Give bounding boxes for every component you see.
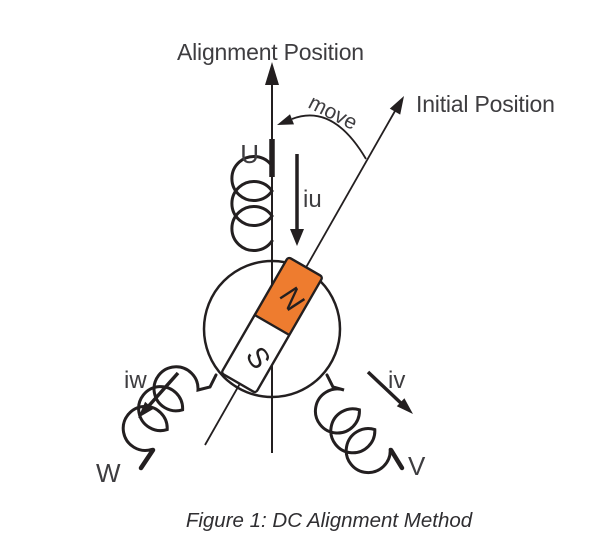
current-iu-arrowhead — [290, 229, 304, 246]
phase-v-label: V — [408, 451, 426, 481]
phase-w-lead — [138, 447, 156, 471]
coil-u — [230, 155, 274, 252]
current-iv-label: iv — [388, 367, 405, 394]
current-iv-arrowhead — [396, 398, 413, 414]
move-arrowhead — [277, 114, 294, 125]
alignment-position-label: Alignment Position — [177, 39, 364, 65]
current-iu-label: iu — [303, 186, 322, 213]
current-iw-arrowhead — [138, 401, 154, 418]
magnet-pole-divider — [254, 313, 290, 337]
move-arc — [291, 114, 367, 160]
magnet-south-half — [222, 316, 289, 392]
phase-w-label: W — [96, 458, 121, 488]
rotor-magnet: N S — [221, 256, 323, 394]
move-label: move — [305, 91, 361, 135]
current-iv-arrow — [366, 370, 406, 408]
current-iw-label: iw — [124, 367, 147, 394]
alignment-axis-arrowhead — [265, 62, 279, 85]
magnet-north-half — [255, 258, 322, 334]
coil-w — [121, 365, 218, 452]
initial-position-label: Initial Position — [416, 91, 555, 117]
initial-position-arrowhead — [389, 96, 404, 115]
figure-caption: Figure 1: DC Alignment Method — [186, 509, 473, 532]
current-iw-arrow — [144, 371, 180, 411]
phase-u-label: U — [240, 139, 259, 169]
phase-v-lead — [388, 447, 405, 471]
coil-v — [313, 373, 392, 475]
